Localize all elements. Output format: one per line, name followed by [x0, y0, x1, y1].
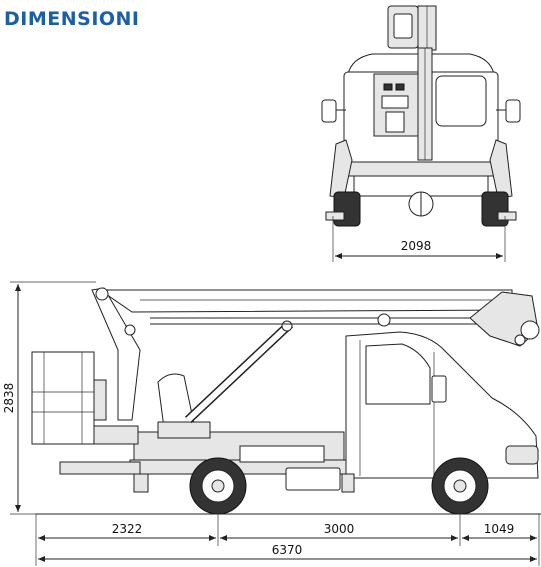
- side-view-drawing: [31, 287, 540, 515]
- front-view-drawing: [321, 5, 521, 227]
- page-title: DIMENSIONI: [4, 8, 140, 30]
- dimension-wheelbase: 3000: [220, 522, 458, 541]
- front-overhang-label: 1049: [484, 522, 515, 536]
- total-length-label: 6370: [272, 543, 303, 557]
- wheelbase-label: 3000: [324, 522, 355, 536]
- dimension-front-width: 2098: [332, 216, 506, 262]
- front-width-label: 2098: [401, 239, 432, 253]
- dimension-total-length: 6370: [38, 543, 537, 562]
- rear-wheel: [189, 457, 247, 515]
- dimension-height: 2838: [2, 281, 96, 515]
- dimension-rear-overhang: 2322: [38, 522, 216, 541]
- front-wheel: [431, 457, 489, 515]
- rear-overhang-label: 2322: [112, 522, 143, 536]
- dimension-front-overhang: 1049: [462, 522, 537, 541]
- height-label: 2838: [2, 383, 16, 414]
